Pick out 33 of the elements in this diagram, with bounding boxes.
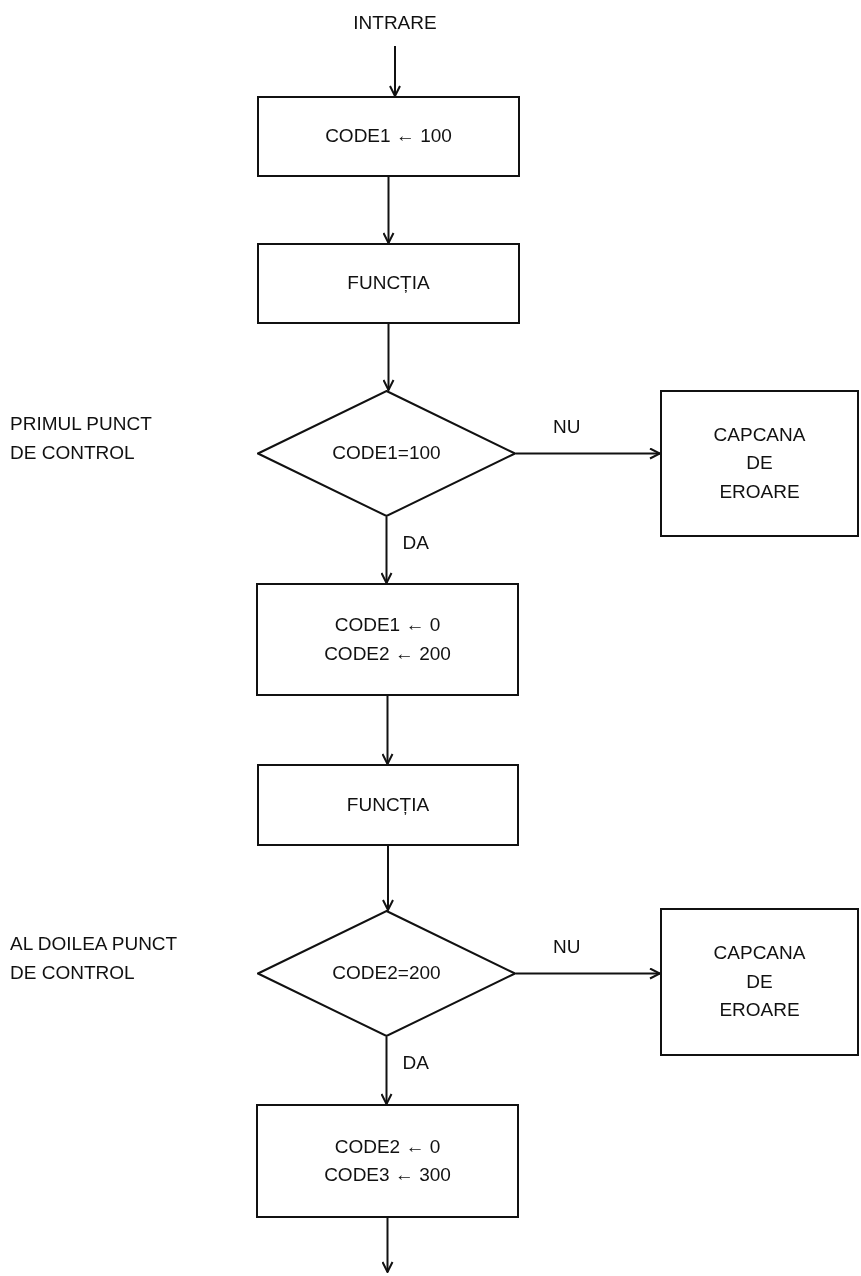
node-text: FUNCȚIA [347,271,430,296]
checkpoint-label: AL DOILEA PUNCT DE CONTROL [10,932,178,985]
arrow [381,695,394,765]
arrow [382,845,394,911]
process-box [256,1104,519,1218]
assignment-text: CODE2 ← 0 [334,1134,441,1159]
decision-diamond [257,910,516,1037]
assignment-text: CODE3 ← 300 [324,1163,451,1187]
decision-diamond [257,390,516,517]
node-text: CODE1=100 [332,441,441,466]
node-text: INTRARE [353,10,437,35]
assignment-text: CODE1 ← 0 [334,613,441,637]
node-text: CODE2=200 [332,961,441,986]
process-box [257,96,520,177]
node-text: FUNCȚIA [346,792,430,817]
process-box [256,583,519,696]
arrow [515,967,661,980]
arrow [389,45,401,97]
process-box [257,243,520,324]
process-box [257,764,519,846]
arrow [381,1217,394,1273]
arrow [382,323,395,391]
assignment-text: CODE2 ← 200 [324,641,451,666]
arrow [380,1036,393,1105]
arrow [382,176,395,244]
process-box [660,908,859,1056]
arrow [380,516,393,584]
node-text: CAPCANA DE EROARE [712,422,807,504]
process-box [660,390,859,537]
checkpoint-label: PRIMUL PUNCT DE CONTROL [10,412,153,465]
node-text: CODE1 ← 100 [325,124,452,149]
arrow [515,447,661,460]
node-text: CAPCANA DE EROARE [712,941,807,1023]
